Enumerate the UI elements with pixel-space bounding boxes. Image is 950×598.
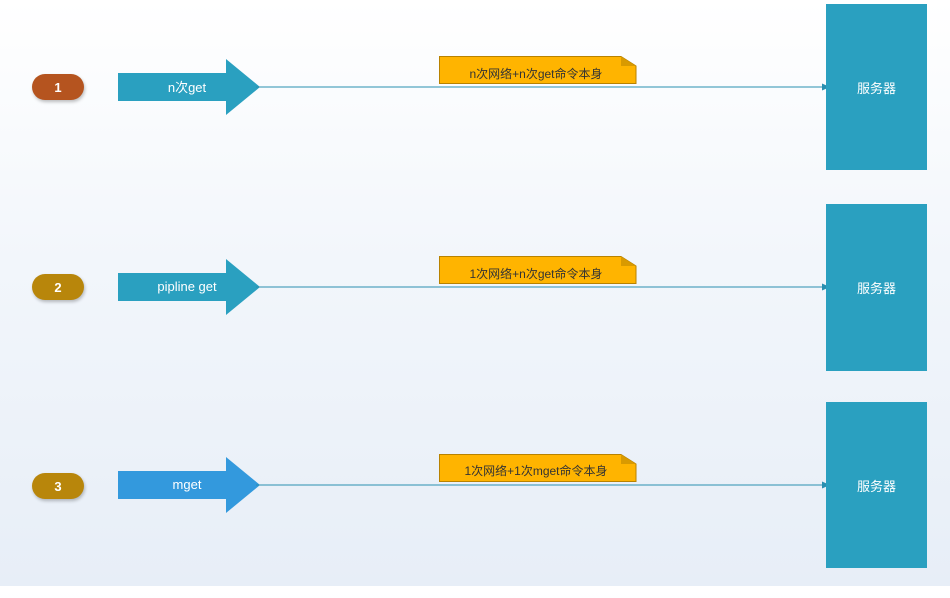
step-badge-1: 1 <box>32 74 84 100</box>
flow-row-1: 1 n次get n次网络+n次get命令本身 服务器 <box>0 0 950 200</box>
request-arrow-1 <box>118 59 260 115</box>
note-shape-2 <box>439 256 637 284</box>
note-label-1: n次网络+n次get命令本身 <box>469 66 603 81</box>
request-arrow-label-3: mget <box>172 476 202 492</box>
request-arrow-label-2: pipline get <box>157 278 217 294</box>
flow-row-3: 3 mget 1次网络+1次mget命令本身 服务器 <box>0 398 950 598</box>
server-box-1: 服务器 <box>826 4 927 170</box>
step-badge-2: 2 <box>32 274 84 300</box>
note-label-3: 1次网络+1次mget命令本身 <box>464 463 608 478</box>
server-box-3: 服务器 <box>826 402 927 568</box>
note-shape-1 <box>439 56 637 84</box>
request-arrow-3 <box>118 457 260 513</box>
note-label-2: 1次网络+n次get命令本身 <box>469 266 603 281</box>
request-arrow-label-1: n次get <box>167 79 207 95</box>
server-box-2: 服务器 <box>826 204 927 371</box>
flow-row-2: 2 pipline get 1次网络+n次get命令本身 服务器 <box>0 200 950 400</box>
request-arrow-2 <box>118 259 260 315</box>
note-shape-3 <box>439 454 637 482</box>
step-badge-3: 3 <box>32 473 84 499</box>
